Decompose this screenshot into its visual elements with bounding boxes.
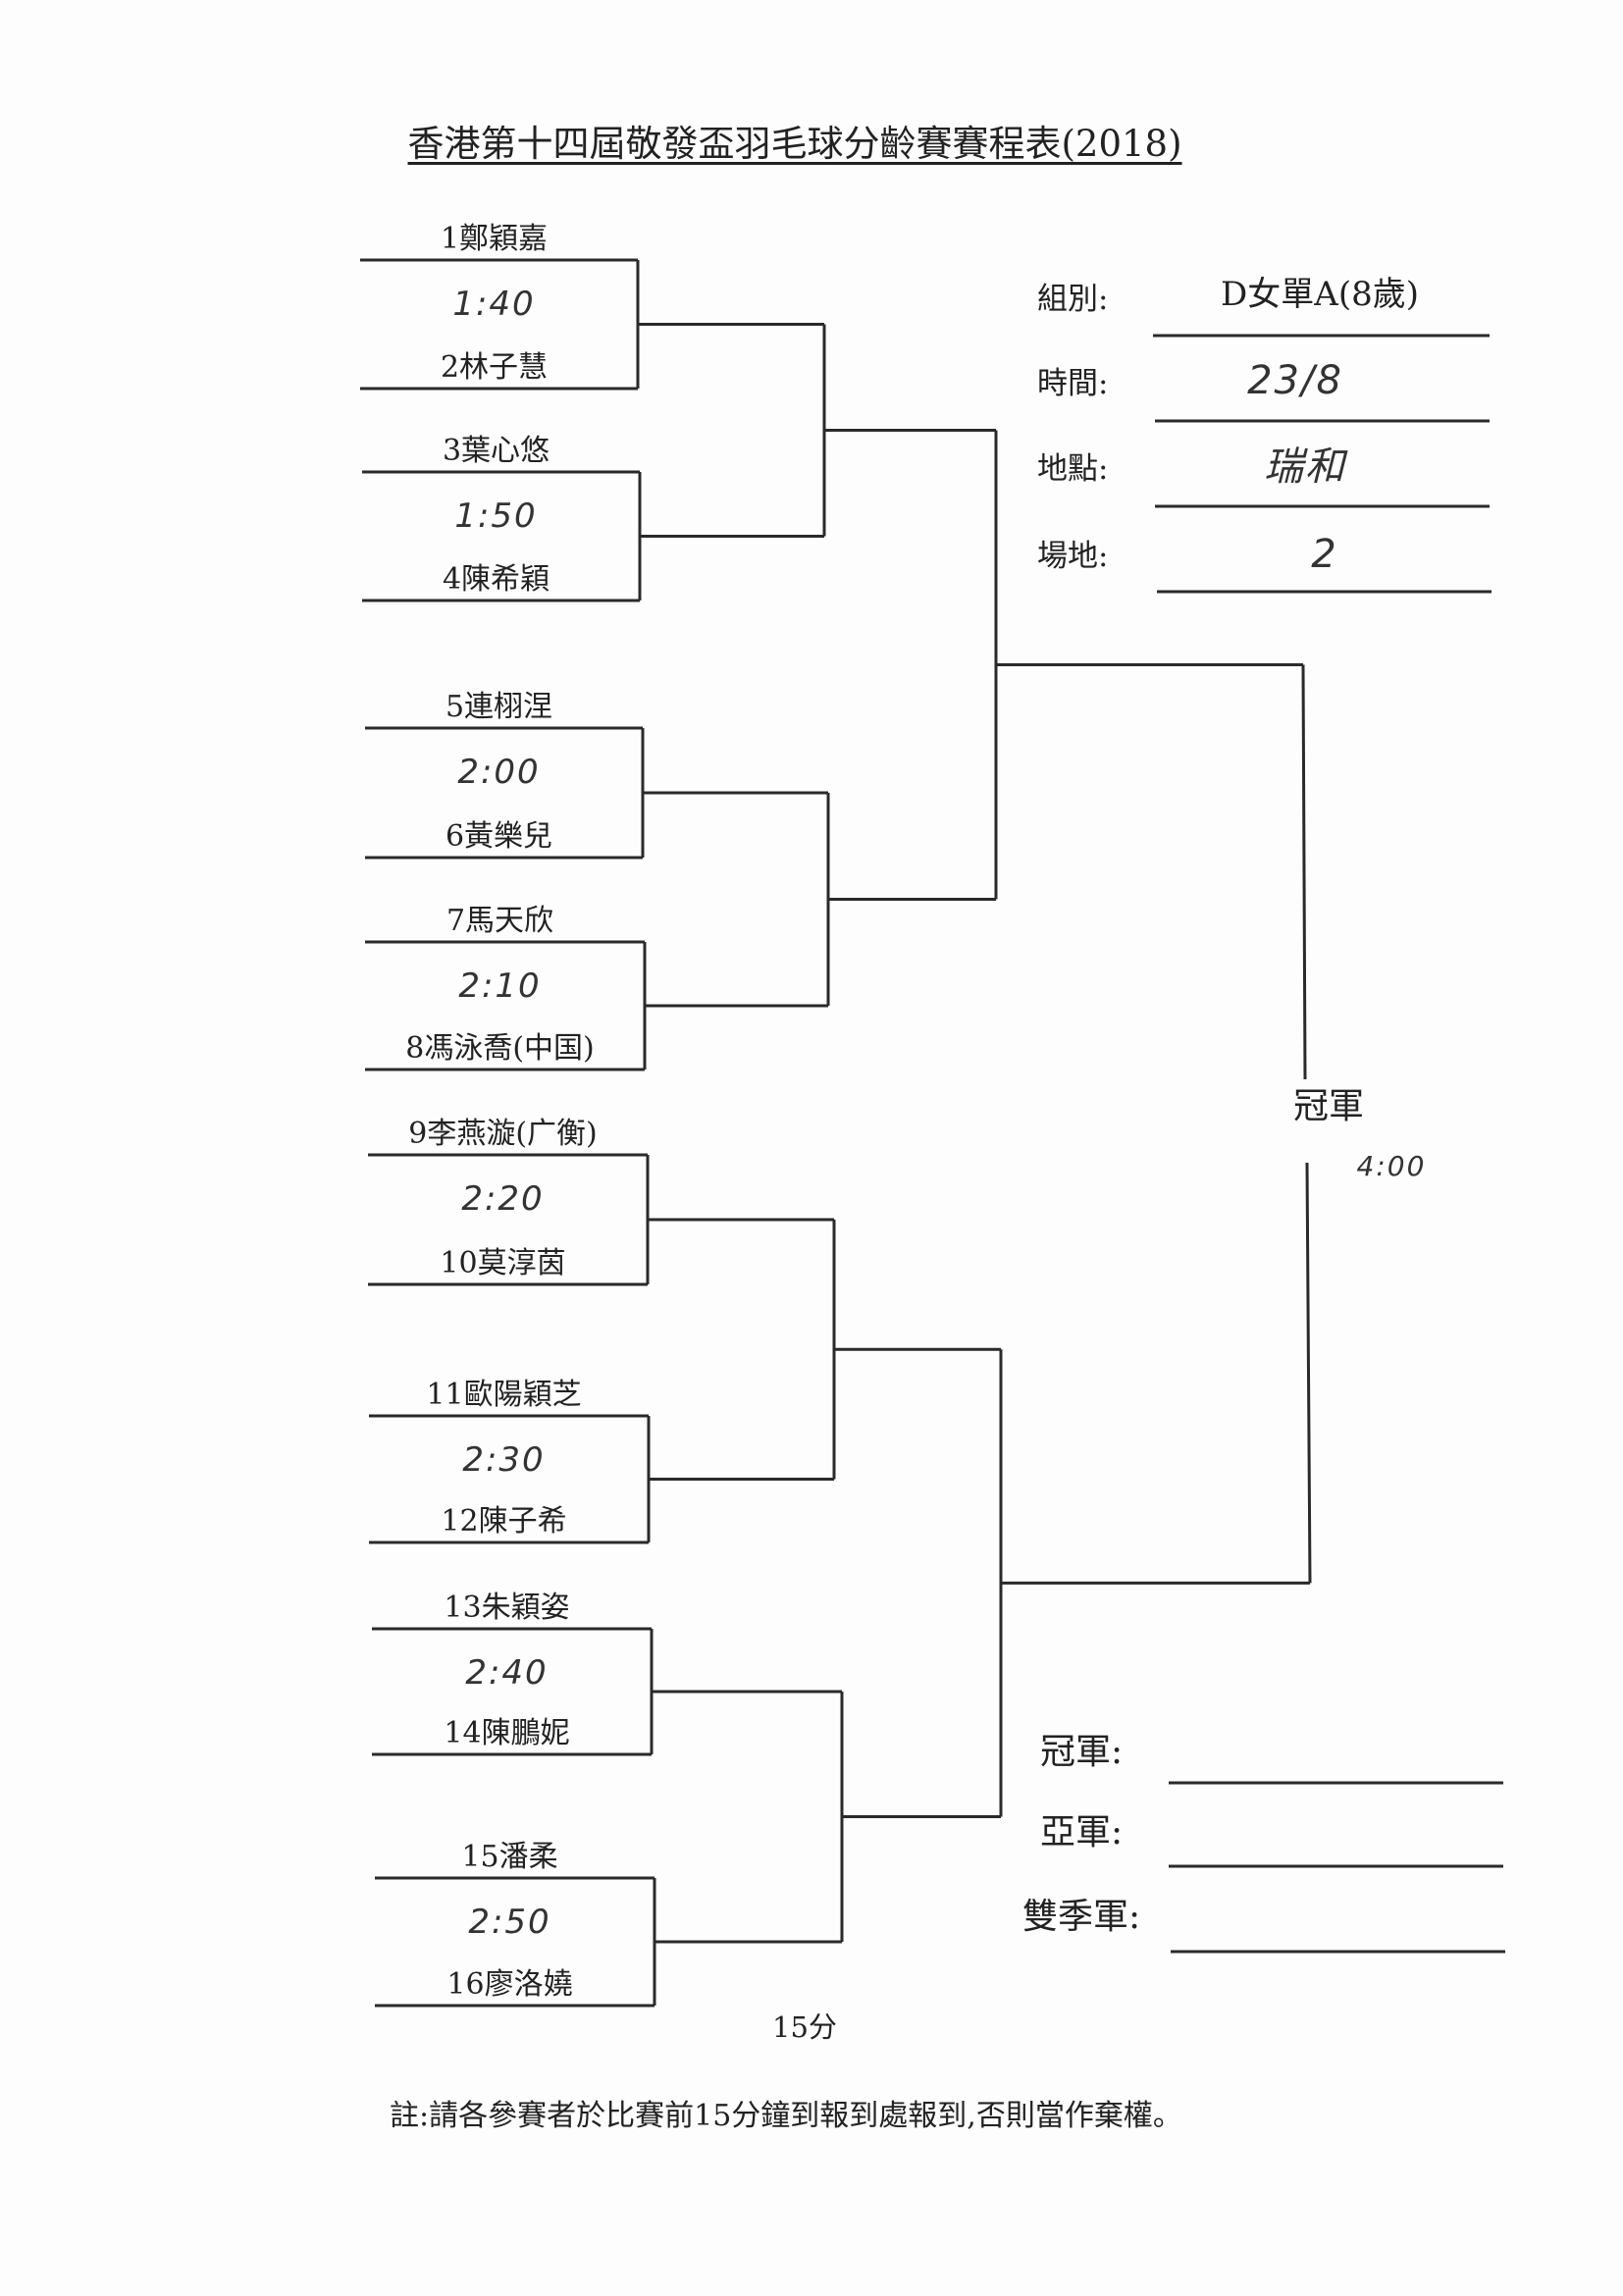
match-time: 1:40	[452, 285, 536, 324]
player-name: 15潘柔	[461, 1840, 558, 1874]
player-name: 16廖洛嬈	[446, 1967, 573, 2002]
footnote: 註:請各參賽者於比賽前15分鐘到報到處報到,否則當作棄權。	[390, 2099, 1182, 2133]
player-name: 12陳子希	[441, 1504, 567, 1539]
player-name: 5連栩涅	[445, 690, 553, 724]
match-duration: 15分	[772, 2010, 837, 2044]
player-name: 6黃樂兒	[445, 819, 553, 854]
champion-label: 冠軍:	[1040, 1732, 1124, 1772]
player-name: 7馬天欣	[445, 904, 554, 938]
page-title: 香港第十四屆敬發盃羽毛球分齡賽賽程表(2018)	[407, 123, 1182, 165]
match-time: 2:30	[462, 1440, 546, 1480]
final-connector	[1301, 664, 1307, 1080]
date-value: 23/8	[1247, 358, 1343, 403]
third-place-label: 雙季軍:	[1022, 1897, 1141, 1937]
match-time: 2:00	[457, 753, 541, 792]
player-name: 1鄭穎嘉	[440, 222, 549, 256]
final-time: 4:00	[1356, 1150, 1427, 1182]
player-name: 3葉心悠	[442, 434, 550, 468]
final-connector	[1305, 1162, 1312, 1584]
player-name: 2林子慧	[440, 350, 549, 385]
match-time: 1:50	[454, 496, 538, 536]
court-value: 2	[1311, 532, 1338, 577]
match-time: 2:20	[461, 1179, 545, 1219]
match-time: 2:10	[458, 966, 542, 1006]
match-time: 2:40	[465, 1653, 549, 1693]
player-name: 10莫淳茵	[440, 1246, 566, 1280]
player-name: 11歐陽穎芝	[426, 1378, 582, 1412]
group-value: D女單A(8歲)	[1221, 275, 1419, 314]
player-name: 13朱穎姿	[444, 1591, 570, 1625]
court-label: 場地:	[1037, 539, 1109, 574]
player-name: 9李燕漩(广衡)	[408, 1117, 598, 1151]
venue-value: 瑞和	[1264, 444, 1346, 490]
date-label: 時間:	[1037, 366, 1109, 401]
player-name: 4陳希穎	[442, 562, 550, 597]
player-name: 8馮泳喬(中国)	[405, 1031, 595, 1066]
player-name: 14陳鵬妮	[444, 1716, 570, 1750]
runner-up-label: 亞軍:	[1040, 1812, 1124, 1852]
final-label: 冠軍	[1292, 1086, 1365, 1126]
match-time: 2:50	[468, 1903, 551, 1942]
group-label: 組別:	[1037, 282, 1109, 317]
venue-label: 地點:	[1037, 451, 1109, 487]
